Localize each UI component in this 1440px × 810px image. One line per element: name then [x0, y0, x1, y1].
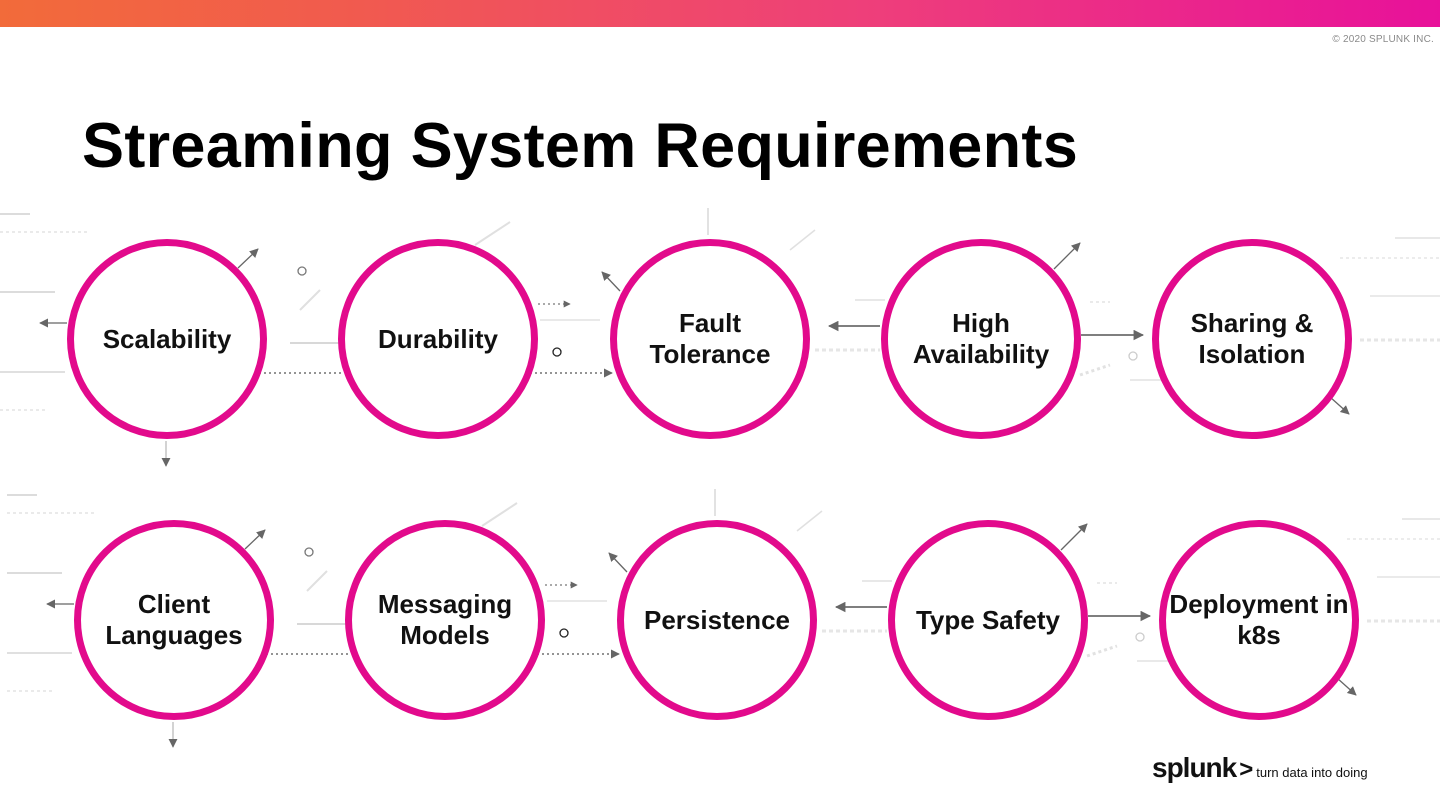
requirement-scalability: Scalability [67, 239, 267, 439]
requirement-deployment-k8s: Deployment in k8s [1159, 520, 1359, 720]
logo-wordmark: splunk [1152, 752, 1237, 783]
requirement-durability: Durability [338, 239, 538, 439]
chevron-right-icon: > [1239, 756, 1254, 783]
requirement-label: Scalability [102, 323, 232, 354]
requirement-fault-tolerance: Fault Tolerance [610, 239, 810, 439]
requirement-client-languages: Client Languages [74, 520, 274, 720]
requirement-label: Client Languages [105, 589, 243, 650]
requirement-label: High Availability [912, 308, 1050, 369]
requirement-label: Deployment in k8s [1169, 589, 1349, 650]
requirement-messaging-models: Messaging Models [345, 520, 545, 720]
requirement-persistence: Persistence [617, 520, 817, 720]
requirement-sharing-isolation: Sharing & Isolation [1152, 239, 1352, 439]
requirement-high-availability: High Availability [881, 239, 1081, 439]
requirement-label: Messaging Models [377, 589, 513, 650]
requirement-type-safety: Type Safety [888, 520, 1088, 720]
requirement-label: Fault Tolerance [649, 308, 771, 369]
top-gradient-bar [0, 0, 1440, 27]
requirement-label: Sharing & Isolation [1190, 308, 1314, 369]
requirement-label: Persistence [644, 604, 790, 635]
slide-title: Streaming System Requirements [82, 111, 1079, 181]
copyright-notice: © 2020 SPLUNK INC. [1332, 34, 1434, 45]
requirement-label: Type Safety [915, 604, 1060, 635]
logo-tagline: turn data into doing [1256, 765, 1368, 780]
requirement-label: Durability [378, 323, 498, 354]
splunk-logo: splunk > turn data into doing [1152, 752, 1368, 784]
